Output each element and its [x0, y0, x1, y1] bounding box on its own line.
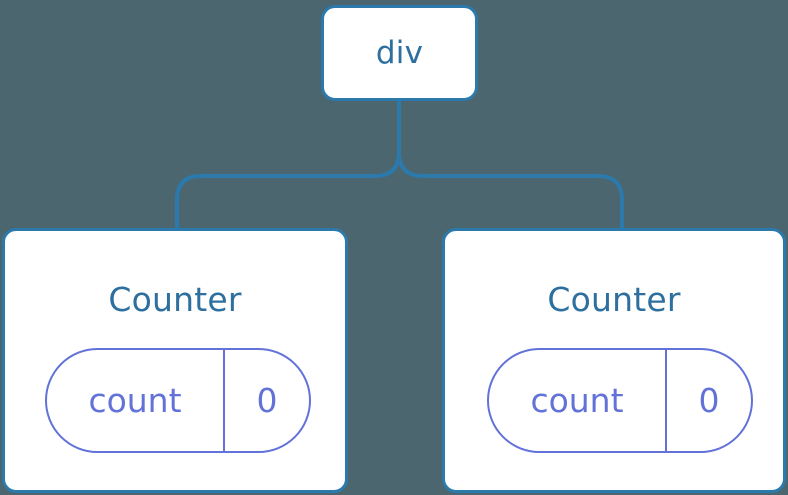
node-counter-1-label: Counter: [108, 280, 242, 319]
node-counter-2-label: Counter: [547, 280, 681, 319]
node-div-label: div: [375, 34, 424, 71]
state-pill-counter-2[interactable]: count 0: [487, 348, 753, 453]
node-div[interactable]: div: [321, 5, 478, 101]
node-counter-1[interactable]: Counter count 0: [2, 228, 348, 493]
state-key-counter-2: count: [489, 350, 667, 451]
state-pill-counter-1[interactable]: count 0: [45, 348, 311, 453]
node-counter-2[interactable]: Counter count 0: [442, 228, 786, 493]
state-value-counter-2: 0: [698, 381, 720, 420]
state-value-counter-1: 0: [256, 381, 278, 420]
state-key-counter-1: count: [47, 350, 225, 451]
